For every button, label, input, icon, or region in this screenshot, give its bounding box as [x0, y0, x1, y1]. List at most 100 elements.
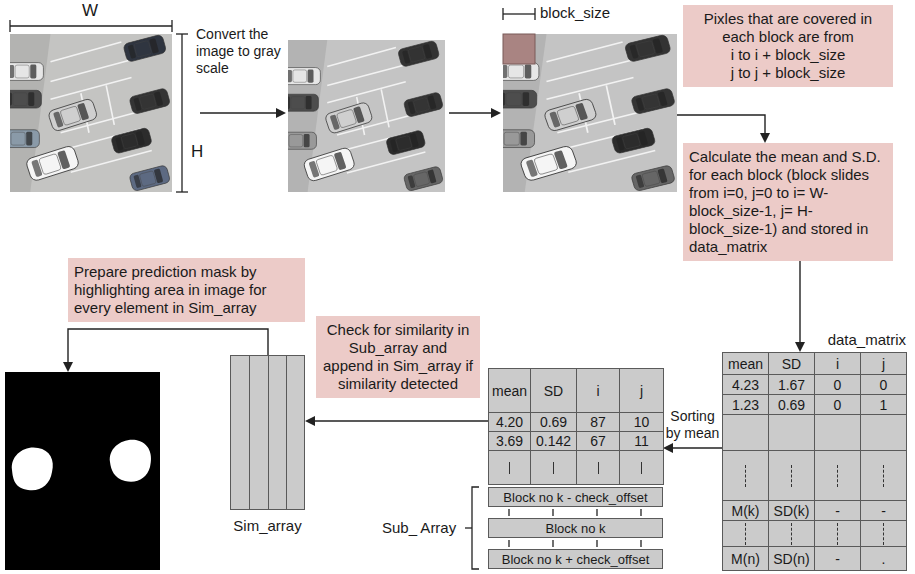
cell-text: j [640, 383, 643, 399]
table-cell: j [619, 368, 664, 413]
block-image [493, 34, 677, 192]
cell-text: - [835, 503, 840, 519]
dimension-line [502, 8, 503, 20]
cell-text: 11 [634, 433, 649, 449]
cell-text: - [835, 551, 840, 567]
gray-image [279, 40, 445, 192]
cell-text: M(n) [731, 551, 760, 567]
cell-text: mean [728, 356, 763, 372]
flow-arrow [799, 261, 800, 343]
dimension-line [176, 33, 188, 34]
sub-array-bracket [465, 527, 472, 528]
gray-image [279, 40, 445, 192]
cell-text: j [882, 356, 885, 372]
ellipsis-mark [837, 465, 838, 487]
block-square [503, 34, 535, 64]
table-cell [814, 450, 861, 501]
cell-text: 0 [834, 377, 842, 393]
ellipsis-mark [837, 523, 838, 545]
prediction-mask [110, 440, 151, 482]
sub-array-row: Block no k [488, 518, 663, 538]
ellipsis-mark [745, 523, 746, 545]
table-cell: SD [768, 352, 815, 375]
cell-text: 87 [590, 414, 606, 430]
array-column-line [268, 356, 269, 509]
cell-text: i [836, 356, 839, 372]
table-cell [860, 450, 907, 501]
cell-text: 0 [834, 397, 842, 413]
box-text: Pixles that are covered in each block ar… [689, 10, 887, 46]
table-cell [768, 520, 815, 547]
box-text: Prepare prediction mask by highlighting … [74, 263, 299, 317]
ellipsis-mark [745, 465, 746, 487]
sub-array-bracket [472, 487, 479, 569]
arrow-head [760, 133, 770, 143]
dimension-line [10, 25, 172, 26]
cell-text: SD(n) [773, 551, 810, 567]
row-text: Block no k [546, 521, 606, 536]
table-cell: . [860, 546, 907, 571]
table-cell: 0 [814, 374, 861, 395]
ellipsis-mark [508, 540, 509, 547]
table-cell: SD(n) [768, 546, 815, 571]
cell-text: 1.23 [732, 397, 759, 413]
prediction-mask [5, 372, 160, 570]
cell-text: 67 [590, 433, 606, 449]
cell-text: SD [782, 356, 801, 372]
process-box: Check for similarity in Sub_array and ap… [316, 316, 480, 398]
table-cell [722, 450, 769, 501]
table-cell [530, 450, 577, 485]
table-cell [860, 414, 907, 451]
ellipsis-mark [552, 509, 553, 516]
table-cell: 4.20 [488, 412, 531, 432]
ellipsis-mark [552, 540, 553, 547]
arrow-head [305, 416, 315, 426]
sorted-table: meanSDij4.200.6987103.690.1426711 [488, 368, 663, 484]
ellipsis-mark [598, 462, 599, 474]
flow-arrow [449, 112, 492, 113]
dimension-line [503, 13, 535, 14]
ellipsis-mark [508, 509, 509, 516]
dimension-line [171, 20, 172, 32]
arrow-head [276, 108, 770, 143]
note-box: Pixles that are covered in each block ar… [683, 5, 893, 87]
arrow-head [491, 108, 501, 118]
cell-text: 0.69 [778, 397, 805, 413]
sub-array-row: Block no k - check_offset [488, 487, 663, 507]
table-cell: - [860, 500, 907, 521]
table-cell: SD [530, 368, 577, 413]
table-cell: M(n) [722, 546, 769, 571]
flow-arrow [314, 420, 488, 421]
table-cell: 67 [576, 431, 620, 451]
cell-text: . [882, 551, 886, 567]
dimension-line [181, 34, 182, 192]
ellipsis-mark [791, 465, 792, 487]
ellipsis-mark [596, 509, 597, 516]
ellipsis-mark [596, 540, 597, 547]
table-cell [488, 450, 531, 485]
box-text: Calculate the mean and S.D. for each blo… [689, 148, 887, 256]
cell-text: - [881, 503, 886, 519]
table-cell: M(k) [722, 500, 769, 521]
flow-arrow [200, 112, 277, 113]
table-cell: i [576, 368, 620, 413]
ellipsis-mark [509, 462, 510, 474]
ellipsis-mark [640, 540, 641, 547]
cell-text: 0 [880, 377, 888, 393]
table-cell [722, 520, 769, 547]
table-cell [619, 450, 664, 485]
cell-text: 3.69 [496, 433, 523, 449]
array-column-line [286, 356, 287, 509]
cell-text: 1 [880, 397, 888, 413]
table-cell: 4.23 [722, 374, 769, 395]
dimension-line [534, 8, 535, 20]
cell-text: 0.69 [540, 414, 567, 430]
cell-text: 0.142 [536, 433, 571, 449]
table-cell [576, 450, 620, 485]
table-cell: 10 [619, 412, 664, 432]
process-box: Prepare prediction mask by highlighting … [68, 258, 305, 322]
dimension-line [9, 20, 10, 32]
flow-arrow [200, 113, 765, 134]
source-image [1, 34, 172, 192]
source-image [1, 34, 172, 192]
